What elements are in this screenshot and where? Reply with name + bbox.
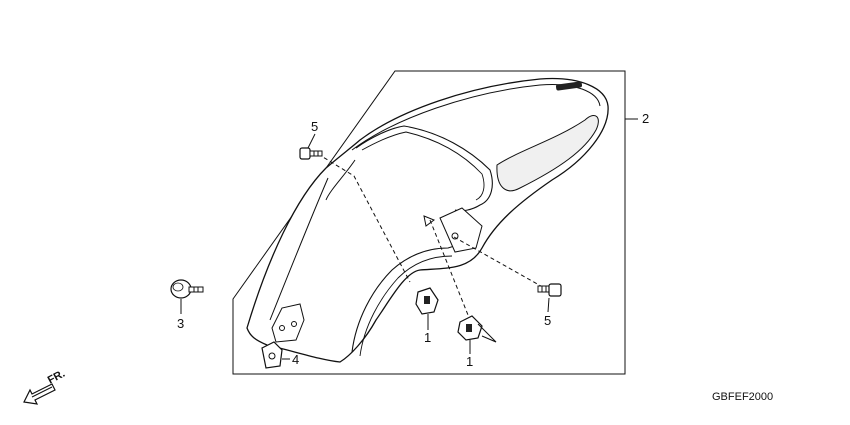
part-code: GBFEF2000 <box>712 391 773 403</box>
fender-mount-hole <box>451 232 459 240</box>
fender-tab-hole-2 <box>291 321 297 327</box>
fender-arch-inner <box>359 255 453 357</box>
assembly-boundary <box>232 70 626 375</box>
callout-1-right: 1 <box>466 354 473 369</box>
bolt-shank <box>188 286 204 293</box>
fender-side-panel <box>496 115 599 192</box>
callout-2: 2 <box>642 111 649 126</box>
bolt-shank <box>309 150 323 157</box>
bolt-head <box>170 279 192 299</box>
fender-outer-shell <box>246 77 609 363</box>
leader-clip-right <box>429 219 471 321</box>
bolt-head-face <box>172 282 184 292</box>
bolt-5-right[interactable] <box>537 283 562 297</box>
plate-4[interactable] <box>261 341 283 369</box>
clip-1-right[interactable] <box>457 315 483 341</box>
callout-5-right: 5 <box>544 313 551 328</box>
front-direction-arrow-icon <box>23 383 56 405</box>
fender-underside <box>269 177 329 321</box>
fender-emblem <box>555 81 583 91</box>
fender-top-rim <box>351 83 601 151</box>
rear-fender[interactable] <box>246 77 609 363</box>
fender-inner-rim-lower <box>361 131 485 201</box>
bolt-head <box>548 283 562 297</box>
callout-4: 4 <box>292 352 299 367</box>
clip-slot <box>424 296 430 304</box>
leader-bolt-top <box>317 153 411 283</box>
leader-lines <box>317 153 549 321</box>
callout-1-left: 1 <box>424 330 431 345</box>
fender-mount-boss <box>439 207 483 253</box>
callout-5-top: 5 <box>311 119 318 134</box>
leader-arrow <box>423 215 436 227</box>
fender-inner-rim <box>355 125 493 212</box>
fender-inner-curve <box>325 159 356 201</box>
clip-1-left[interactable] <box>415 287 439 315</box>
bolt-5-top[interactable] <box>299 147 323 160</box>
fender-tab-hole-1 <box>279 325 285 331</box>
leader-5-right <box>547 297 550 313</box>
fender-rear-tab <box>271 303 305 343</box>
leader-5-top <box>307 133 316 149</box>
plate-body <box>261 341 283 369</box>
bolt-shank <box>537 285 551 293</box>
bolt-3[interactable] <box>170 279 204 299</box>
bolt-head <box>299 147 311 160</box>
clip-slot <box>466 324 472 332</box>
plate-hole <box>268 352 276 360</box>
leader-1-right-arrow <box>477 323 497 343</box>
front-label: FR. <box>46 368 67 387</box>
callout-3: 3 <box>177 316 184 331</box>
leader-bolt-side <box>453 236 549 291</box>
